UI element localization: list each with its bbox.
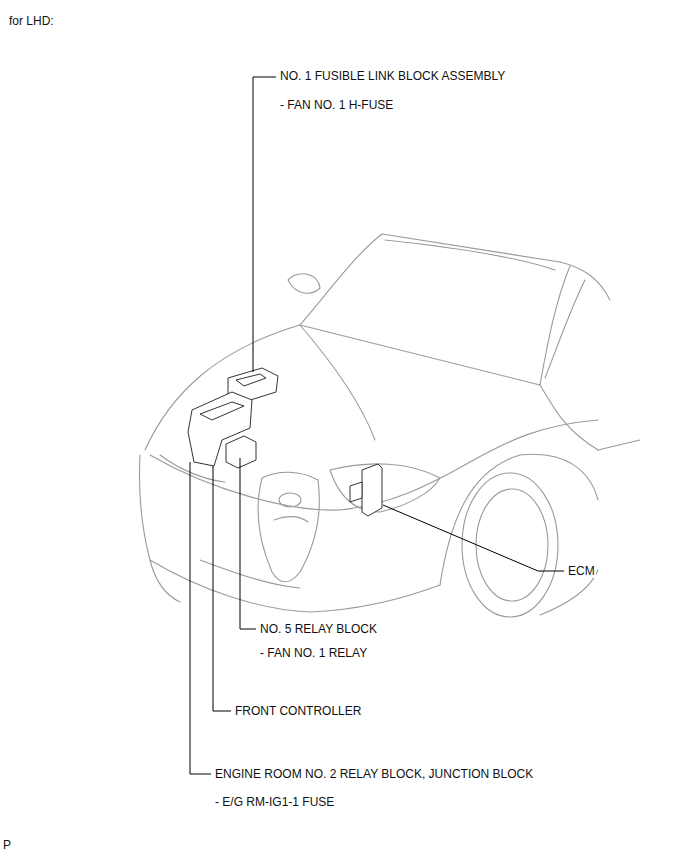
part-label: NO. 5 RELAY BLOCK <box>259 622 378 636</box>
part-label: ENGINE ROOM NO. 2 RELAY BLOCK, JUNCTION … <box>214 767 534 781</box>
part-sublabel: - E/G RM-IG1-1 FUSE <box>214 795 335 809</box>
note-text: for LHD: <box>8 14 55 28</box>
part-label: NO. 1 FUSIBLE LINK BLOCK ASSEMBLY <box>279 69 506 83</box>
part-label: ECM <box>567 564 596 578</box>
page-mark: P <box>2 838 12 852</box>
part-sublabel: - FAN NO. 1 RELAY <box>259 646 368 660</box>
leader-lines <box>190 77 564 774</box>
part-label: FRONT CONTROLLER <box>234 704 362 718</box>
part-sublabel: - FAN NO. 1 H-FUSE <box>279 98 394 112</box>
